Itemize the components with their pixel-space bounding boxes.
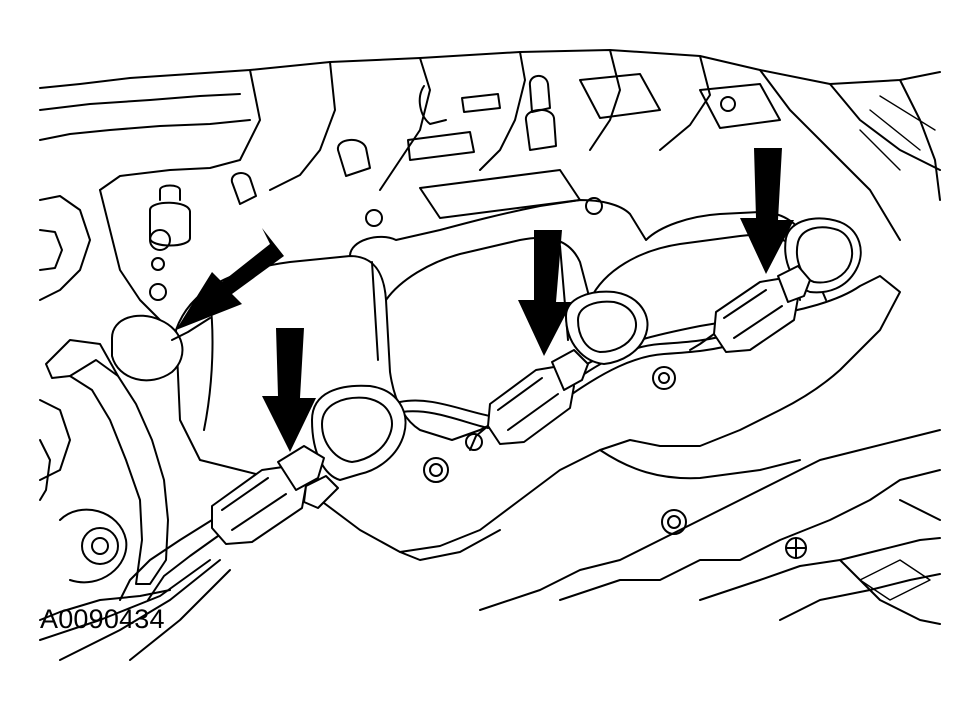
callout-arrow-3: [518, 230, 572, 356]
engine-background: [39, 49, 941, 321]
connector-center: [469, 349, 589, 451]
figure-reference-code: A0090434: [40, 604, 165, 634]
connector-right: [689, 265, 811, 353]
left-harness-area: [39, 314, 231, 661]
callout-arrow-4: [740, 148, 794, 274]
callout-arrow-1: [176, 228, 284, 330]
callout-arrows: [176, 148, 794, 452]
lower-engine-block: [479, 429, 941, 625]
callout-arrow-2: [262, 328, 316, 452]
connector-front-left: [119, 445, 339, 601]
